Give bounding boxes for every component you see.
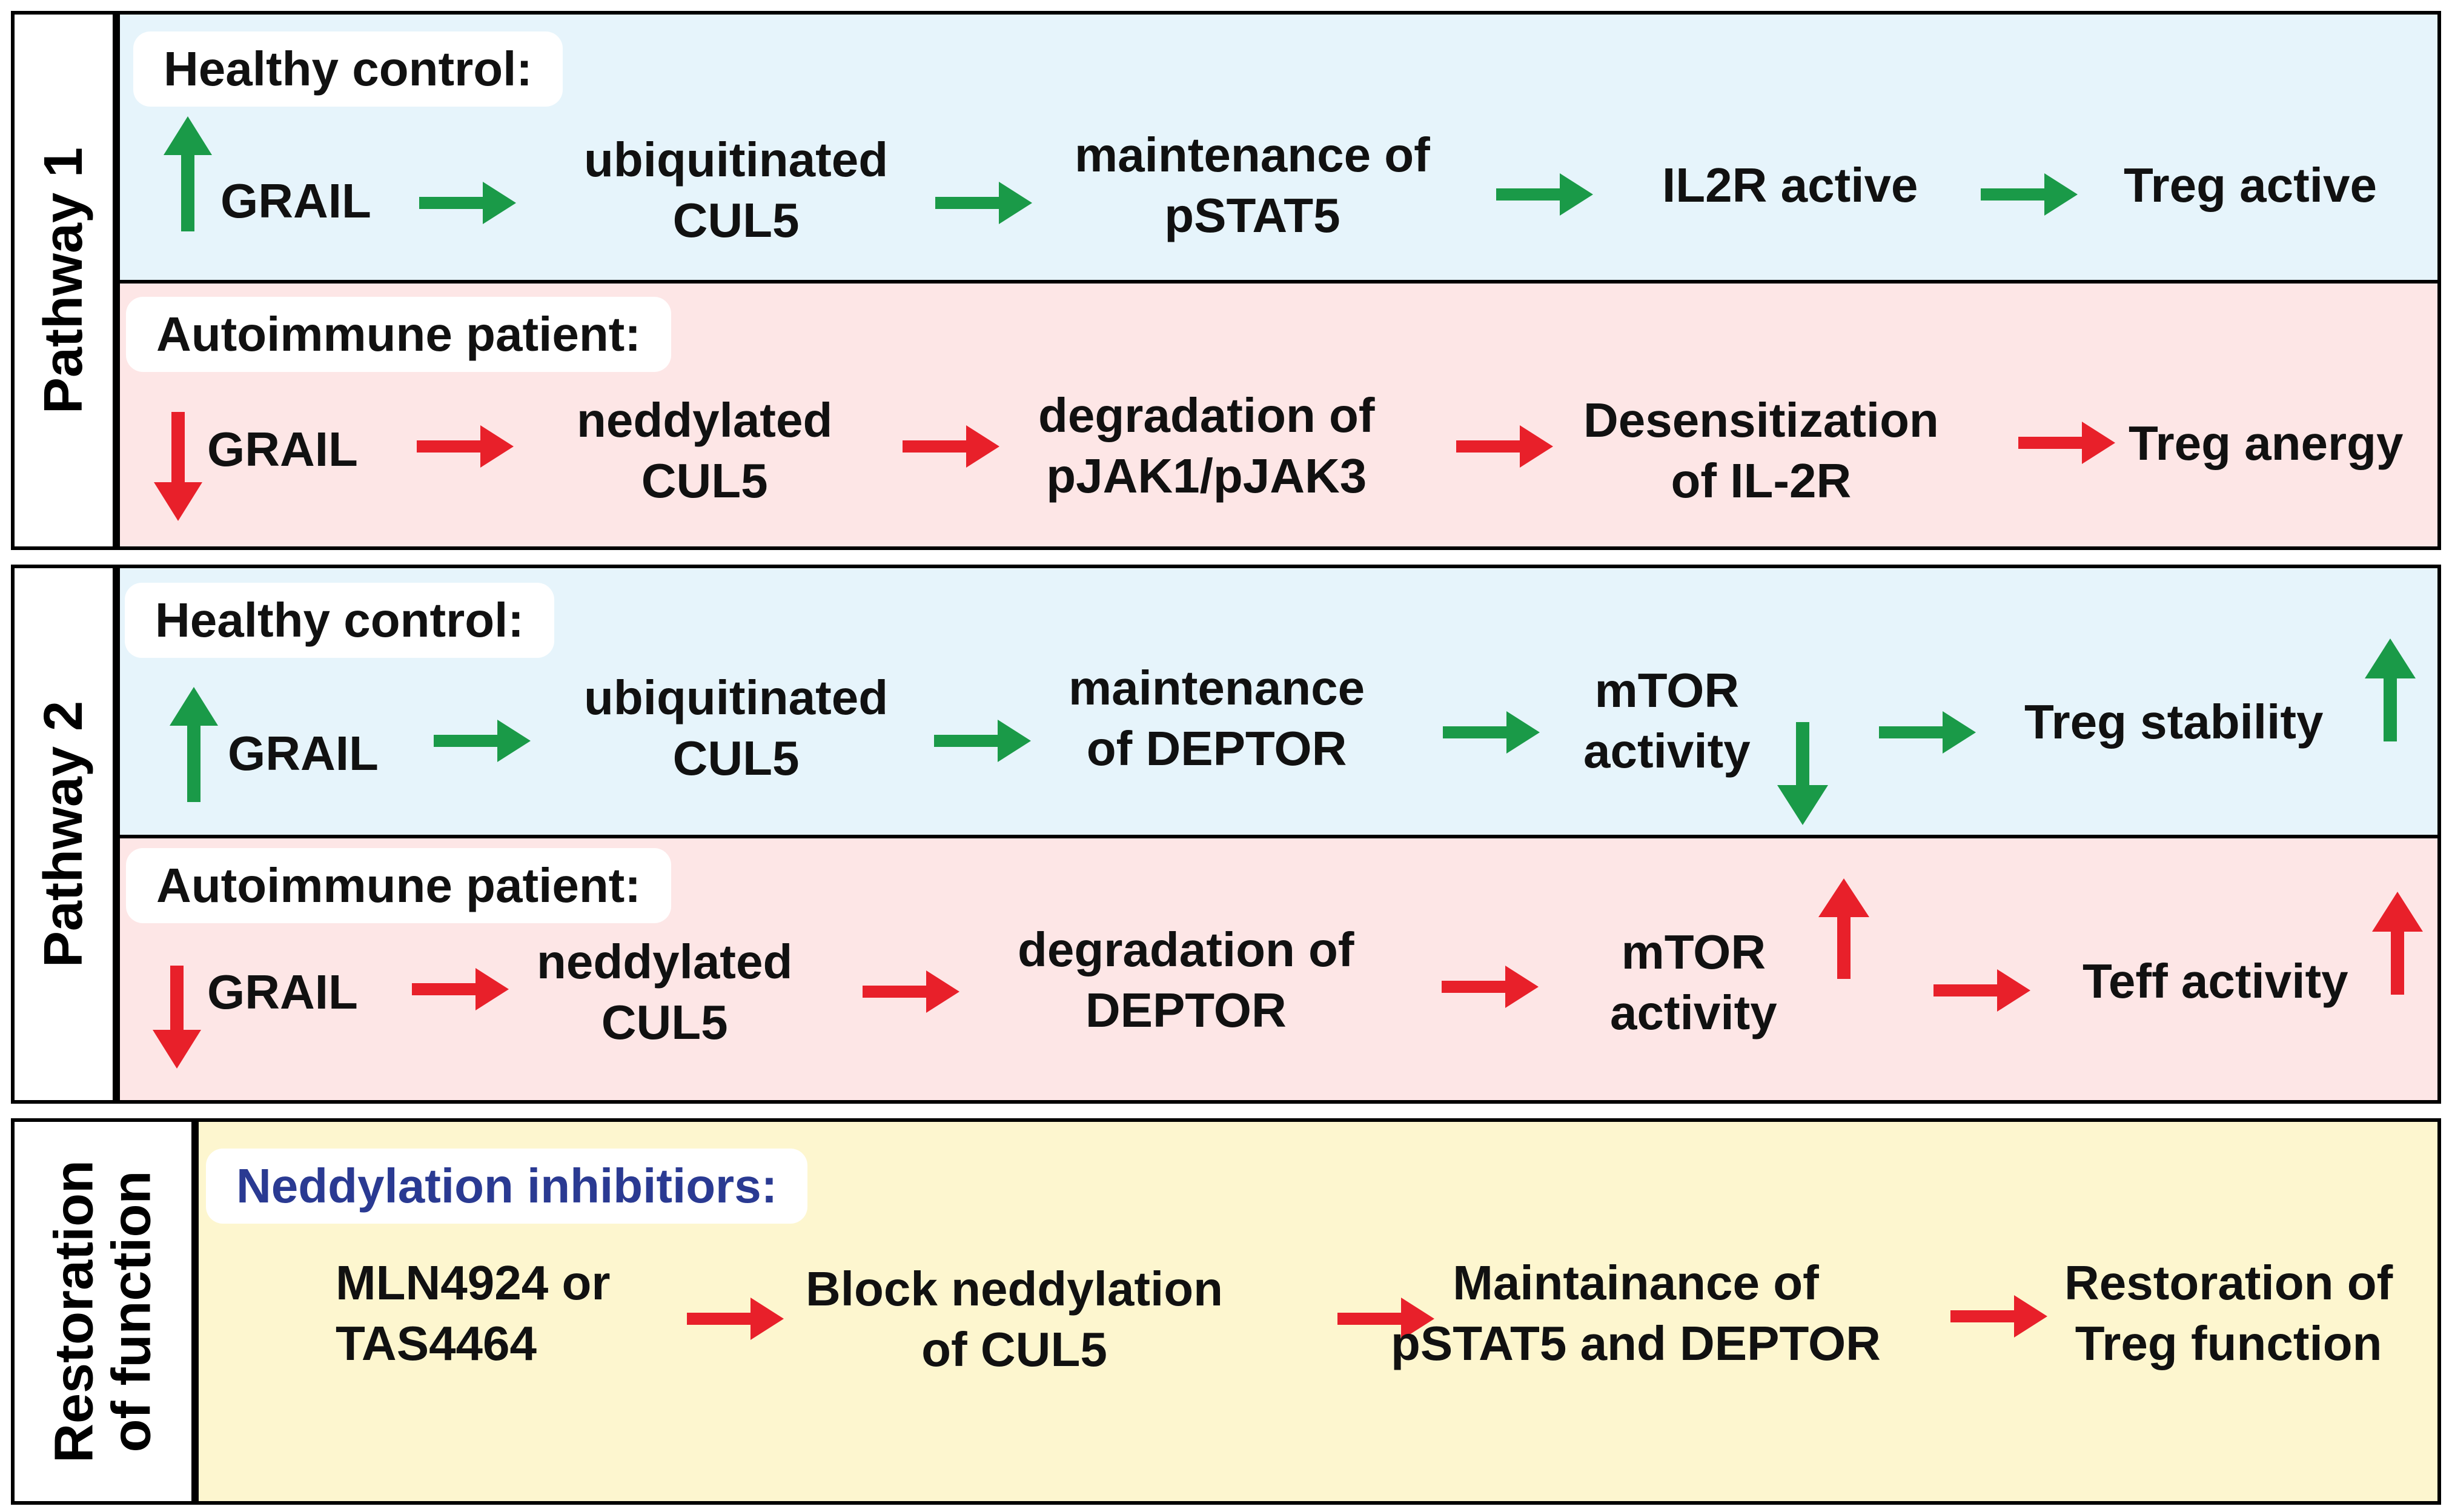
pathway-1-divider: [120, 280, 2437, 284]
pathway-2-patient-arrow-1-icon: [412, 968, 509, 1010]
pathway-2-patient-node-teff: Teff activity: [2083, 954, 2348, 1008]
pathway-1-side-column: Pathway 1: [15, 15, 120, 546]
pathway-2-patient-tag: Autoimmune patient:: [126, 848, 671, 923]
pathway-2-patient-arrow-4-icon: [1933, 969, 2030, 1012]
restoration-tag: Neddylation inhibitiors:: [206, 1149, 808, 1224]
pathway-1-patient-node-anergy: Treg anergy: [2129, 416, 2404, 470]
pathway-1-grail-down-red-icon: [154, 412, 202, 521]
pathway-1-healthy-tag: Healthy control:: [133, 31, 563, 107]
pathway-1-healthy-arrow-2-icon: [935, 182, 1032, 224]
pathway-2-healthy-arrow-4-icon: [1879, 711, 1976, 754]
pathway-2-grail-up-green-icon: [170, 687, 218, 802]
pathway-1-label: Pathway 1: [33, 147, 94, 414]
pathway-1-grail-up-green-icon: [164, 116, 212, 231]
pathway-1-panel: Pathway 1 Healthy control: GRAIL ubiquit…: [11, 11, 2441, 550]
pathway-2-healthy-arrow-3-icon: [1443, 711, 1540, 754]
pathway-2-divider: [120, 835, 2437, 838]
pathway-2-panel: Pathway 2 Healthy control: GRAIL ubiquit…: [11, 565, 2441, 1104]
pathway-1-patient-tag: Autoimmune patient:: [126, 297, 671, 372]
pathway-2-mtor-down-green-icon: [1777, 722, 1828, 825]
pathway-2-teff-up-red-icon: [2372, 892, 2423, 995]
pathway-2-side-column: Pathway 2: [15, 568, 120, 1100]
pathway-1-patient-arrow-2-icon: [903, 425, 999, 468]
pathway-1-healthy-node-il2r: IL2R active: [1662, 158, 1918, 212]
pathway-1-healthy-arrow-3-icon: [1496, 173, 1593, 216]
pathway-2-patient-arrow-3-icon: [1442, 966, 1539, 1008]
pathway-1-patient-arrow-1-icon: [417, 425, 514, 468]
pathway-2-grail-down-red-icon: [153, 966, 201, 1069]
pathway-1-healthy-arrow-4-icon: [1981, 173, 2078, 216]
restoration-side-column: Restoration of function: [15, 1122, 199, 1501]
pathway-2-patient-node-grail: GRAIL: [207, 965, 358, 1019]
pathway-2-mtor-up-red-icon: [1818, 878, 1869, 979]
pathway-1-patient-arrow-3-icon: [1456, 425, 1553, 468]
restoration-arrow-3-icon: [1950, 1295, 2047, 1338]
pathway-1-patient-arrow-4-icon: [2018, 422, 2115, 464]
pathway-1-healthy-node-grail: GRAIL: [220, 174, 371, 228]
restoration-panel: Restoration of function Neddylation inhi…: [11, 1118, 2441, 1505]
restoration-label: Restoration of function: [44, 1159, 162, 1464]
pathway-1-healthy-arrow-1-icon: [419, 182, 516, 224]
pathway-2-healthy-node-grail: GRAIL: [228, 726, 379, 780]
restoration-arrow-1-icon: [687, 1298, 784, 1340]
restoration-arrow-2-icon: [1337, 1298, 1434, 1340]
pathway-2-healthy-node-treg: Treg stability: [2024, 695, 2324, 749]
pathway-2-patient-arrow-2-icon: [863, 970, 959, 1013]
pathway-2-label: Pathway 2: [33, 700, 94, 968]
pathway-2-healthy-arrow-2-icon: [934, 720, 1031, 762]
pathway-1-patient-node-grail: GRAIL: [207, 422, 358, 476]
pathway-2-treg-up-green-icon: [2365, 638, 2416, 741]
pathway-1-healthy-node-treg: Treg active: [2124, 158, 2377, 212]
pathway-2-healthy-arrow-1-icon: [434, 720, 531, 762]
pathway-2-healthy-tag: Healthy control:: [125, 583, 554, 658]
